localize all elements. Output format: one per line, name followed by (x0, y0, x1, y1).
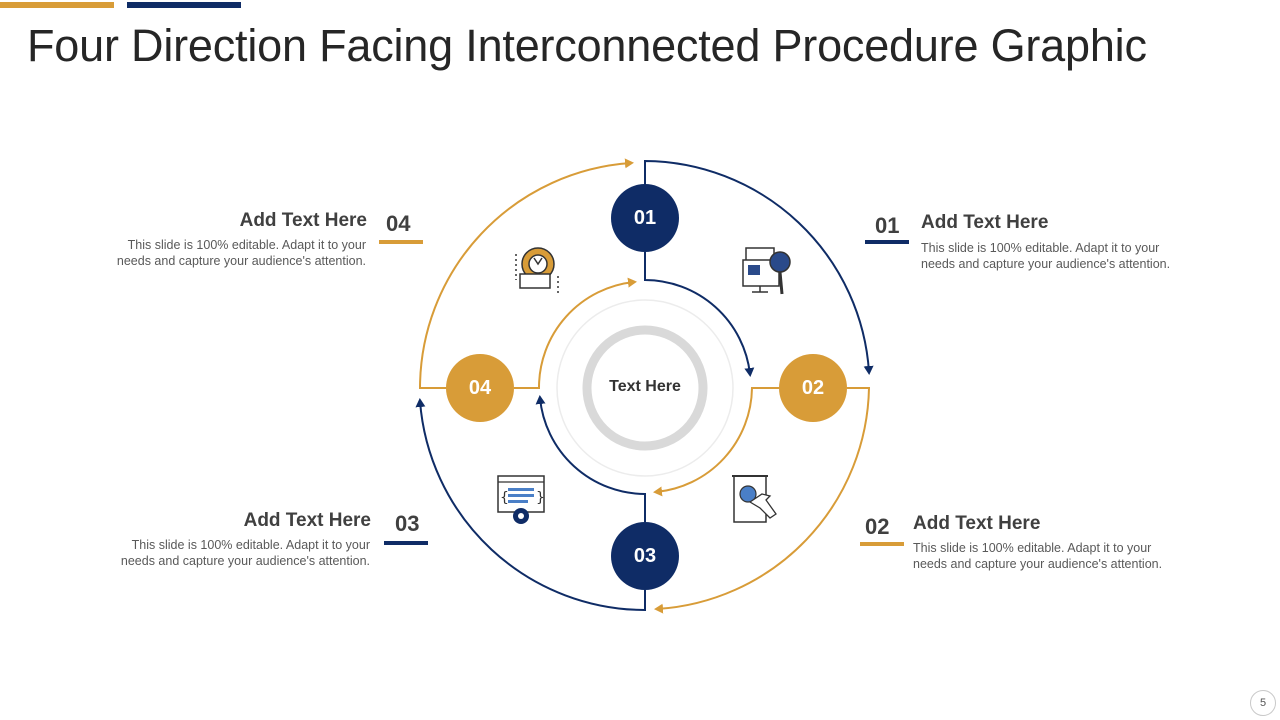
search-document-icon (742, 247, 791, 295)
step-text-02-body: This slide is 100% editable. Adapt it to… (913, 540, 1213, 572)
center-label: Text Here (609, 378, 681, 395)
step-circle-02-label: 02 (801, 376, 825, 399)
inner-arc-4-to-1 (514, 277, 637, 389)
code-settings-icon: { } (497, 475, 545, 524)
step-text-02-number: 02 (865, 514, 890, 539)
outer-arc-4-to-1 (418, 158, 634, 389)
svg-text:}: } (536, 490, 545, 506)
step-text-02-rule (860, 542, 904, 546)
step-text-01-heading: Add Text Here (921, 212, 1049, 233)
inner-arc-3-to-4 (535, 395, 646, 522)
step-circle-03-label: 03 (633, 544, 657, 567)
outer-arc-2-to-3 (654, 387, 871, 614)
drawing-board-icon (732, 475, 777, 523)
step-circle-02: 02 (779, 354, 847, 422)
step-text-03-body-line2: needs and capture your audience's attent… (120, 554, 370, 568)
step-text-01-body-line2: needs and capture your audience's attent… (921, 257, 1171, 271)
center-inner-ring (582, 325, 708, 451)
step-text-03-rule (384, 541, 428, 545)
step-text-04-heading: Add Text Here (239, 210, 367, 231)
step-text-04-number: 04 (386, 211, 411, 236)
step-circle-04: 04 (446, 354, 514, 422)
step-text-02-heading: Add Text Here (913, 513, 1041, 534)
step-text-03-heading: Add Text Here (243, 510, 371, 531)
page-title: Four Direction Facing Interconnected Pro… (27, 20, 1147, 71)
step-text-03-body-line1: This slide is 100% editable. Adapt it to… (131, 538, 370, 552)
page-number: 5 (1250, 690, 1276, 716)
step-text-04-body-line2: needs and capture your audience's attent… (116, 254, 366, 268)
accent-bar-navy (127, 2, 241, 8)
step-circle-04-label: 04 (468, 376, 492, 399)
step-circle-01: 01 (611, 184, 679, 252)
step-text-01-rule (865, 240, 909, 244)
step-text-02-body-line1: This slide is 100% editable. Adapt it to… (913, 541, 1152, 555)
step-text-04-body: This slide is 100% editable. Adapt it to… (66, 237, 366, 269)
inner-arc-2-to-3 (653, 387, 779, 497)
step-text-04-rule (379, 240, 423, 244)
step-text-01-body-line1: This slide is 100% editable. Adapt it to… (921, 241, 1160, 255)
support-gear-icon (515, 247, 559, 296)
step-text-01-body: This slide is 100% editable. Adapt it to… (921, 240, 1221, 272)
step-text-03-number: 03 (395, 511, 420, 536)
step-circle-01-label: 01 (633, 206, 657, 229)
step-text-01-number: 01 (875, 213, 900, 238)
step-text-03-body: This slide is 100% editable. Adapt it to… (70, 537, 370, 569)
step-circle-03: 03 (611, 522, 679, 590)
outer-arc-3-to-4 (415, 398, 646, 612)
accent-bar-gold (0, 2, 114, 8)
outer-arc-1-to-2 (644, 159, 874, 375)
svg-text:{: { (500, 490, 509, 506)
inner-arc-1-to-2 (644, 252, 755, 377)
step-text-04-body-line1: This slide is 100% editable. Adapt it to… (127, 238, 366, 252)
step-text-02-body-line2: needs and capture your audience's attent… (913, 557, 1163, 571)
center-outer-ring (556, 299, 734, 477)
